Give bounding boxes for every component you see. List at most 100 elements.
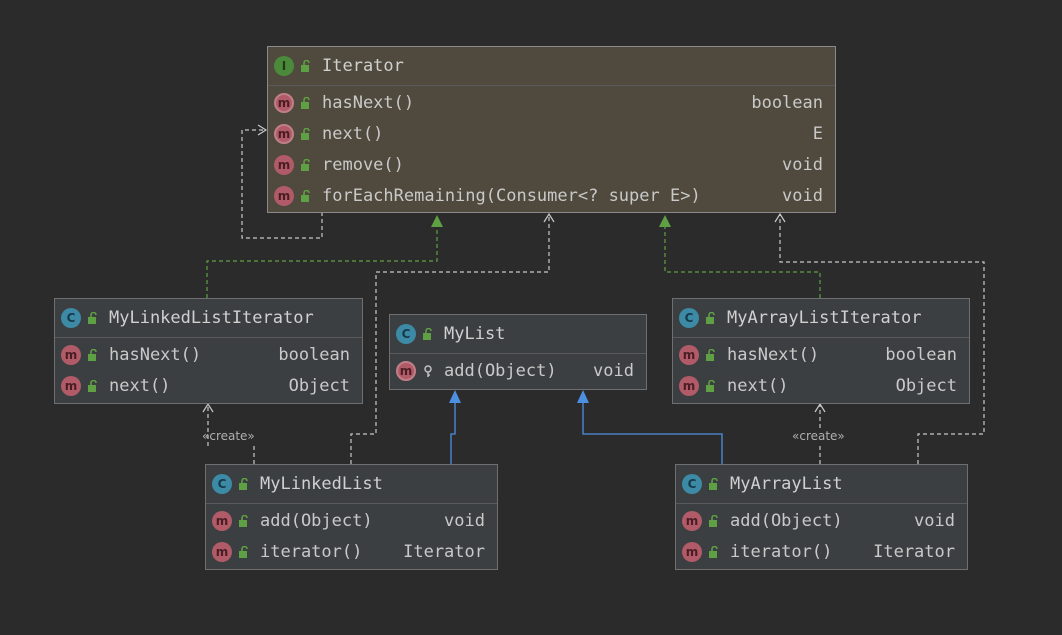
class-icon: C [396,324,416,344]
package-key-icon [424,364,432,377]
member-name: add(Object) [730,510,843,531]
member-type: void [914,510,955,531]
member-type: void [593,360,634,381]
member-name: hasNext() [727,344,820,365]
node-myarraylist[interactable]: C MyArrayList m add(Object) void m iterator() I… [675,464,968,570]
member-name: iterator() [730,541,833,562]
method-icon: m [212,510,232,531]
arrowhead-open [814,402,826,413]
public-lock-icon [709,478,718,490]
member-type: boolean [751,92,823,113]
member-row[interactable]: m next() Object [673,370,969,401]
arrowhead-realization [659,215,671,227]
class-header[interactable]: C MyArrayListIterator [673,299,969,338]
public-lock-icon [423,328,432,340]
class-name: Iterator [322,56,404,76]
class-header[interactable]: C MyArrayList [676,465,967,504]
edge-arraylistiterator-realizes-iterator [664,226,821,298]
edge-iterator-self-dependency [241,129,323,239]
class-header[interactable]: I Iterator [268,47,835,86]
public-lock-icon [88,379,97,392]
class-header[interactable]: C MyLinkedList [206,465,497,504]
method-icon: m [274,154,294,175]
public-lock-icon [709,545,718,558]
public-lock-icon [301,60,310,72]
node-mylist[interactable]: C MyList m add(Object) void [389,314,647,390]
member-name: remove() [322,154,404,175]
method-icon: m [679,344,699,365]
arrowhead-generalization [577,390,589,403]
member-type: void [782,154,823,175]
member-type: boolean [885,344,957,365]
member-type: void [444,510,485,531]
arrowhead-open [543,212,555,223]
public-lock-icon [239,478,248,490]
public-lock-icon [239,514,248,527]
public-lock-icon [706,348,715,361]
member-row[interactable]: m hasNext() boolean [55,339,362,370]
member-name: next() [109,375,171,396]
class-name: MyLinkedListIterator [109,308,314,328]
arrowhead-generalization [449,390,461,403]
member-type: Object [288,375,350,396]
method-icon: m [679,375,699,396]
create-label-left: «create» [202,429,255,443]
class-icon: C [61,308,81,328]
member-row[interactable]: m add(Object) void [206,505,497,536]
edge-linkedlist-creates-iterator [207,404,255,464]
arrowhead-open [774,212,786,223]
member-name: add(Object) [260,510,373,531]
member-type: boolean [278,344,350,365]
class-name: MyArrayList [730,474,843,494]
method-icon: m [682,510,702,531]
member-name: iterator() [260,541,363,562]
member-type: void [782,185,823,206]
class-icon: C [212,474,232,494]
public-lock-icon [301,127,310,140]
member-name: next() [727,375,789,396]
member-row[interactable]: m remove() void [268,149,835,180]
class-icon: C [679,308,699,328]
node-myarraylistiterator[interactable]: C MyArrayListIterator m hasNext() boolean m ne… [672,298,970,404]
public-lock-icon [301,189,310,202]
method-icon: m [61,375,81,396]
arrowhead-realization [431,215,443,227]
class-name: MyList [444,324,506,344]
method-icon: m [274,185,294,206]
member-row[interactable]: m hasNext() boolean [673,339,969,370]
member-row[interactable]: m add(Object) void [390,355,646,386]
method-icon: m [61,344,81,365]
public-lock-icon [88,348,97,361]
method-icon: m [682,541,702,562]
public-lock-icon [301,96,310,109]
public-lock-icon [301,158,310,171]
node-mylinkedlistiterator[interactable]: C MyLinkedListIterator m hasNext() boolean m n… [54,298,363,404]
interface-icon: I [274,56,294,76]
class-icon: C [682,474,702,494]
member-row[interactable]: m iterator() Iterator [676,536,967,567]
member-row[interactable]: m add(Object) void [676,505,967,536]
edge-linkedlist-extends-mylist [450,402,456,464]
member-name: hasNext() [109,344,202,365]
member-name: add(Object) [444,360,557,381]
member-type: Object [895,375,957,396]
public-lock-icon [239,545,248,558]
member-type: E [812,123,823,144]
member-type: Iterator [873,541,955,562]
class-name: MyArrayListIterator [727,308,922,328]
class-name: MyLinkedList [260,474,383,494]
edge-arraylist-depends-iterator [779,214,985,464]
method-icon: m [396,360,416,381]
method-icon: m [212,541,232,562]
class-header[interactable]: C MyLinkedListIterator [55,299,362,338]
class-header[interactable]: C MyList [390,315,646,354]
member-row[interactable]: m next() Object [55,370,362,401]
public-lock-icon [88,312,97,324]
node-mylinkedlist[interactable]: C MyLinkedList m add(Object) void m iterator()… [205,464,498,570]
